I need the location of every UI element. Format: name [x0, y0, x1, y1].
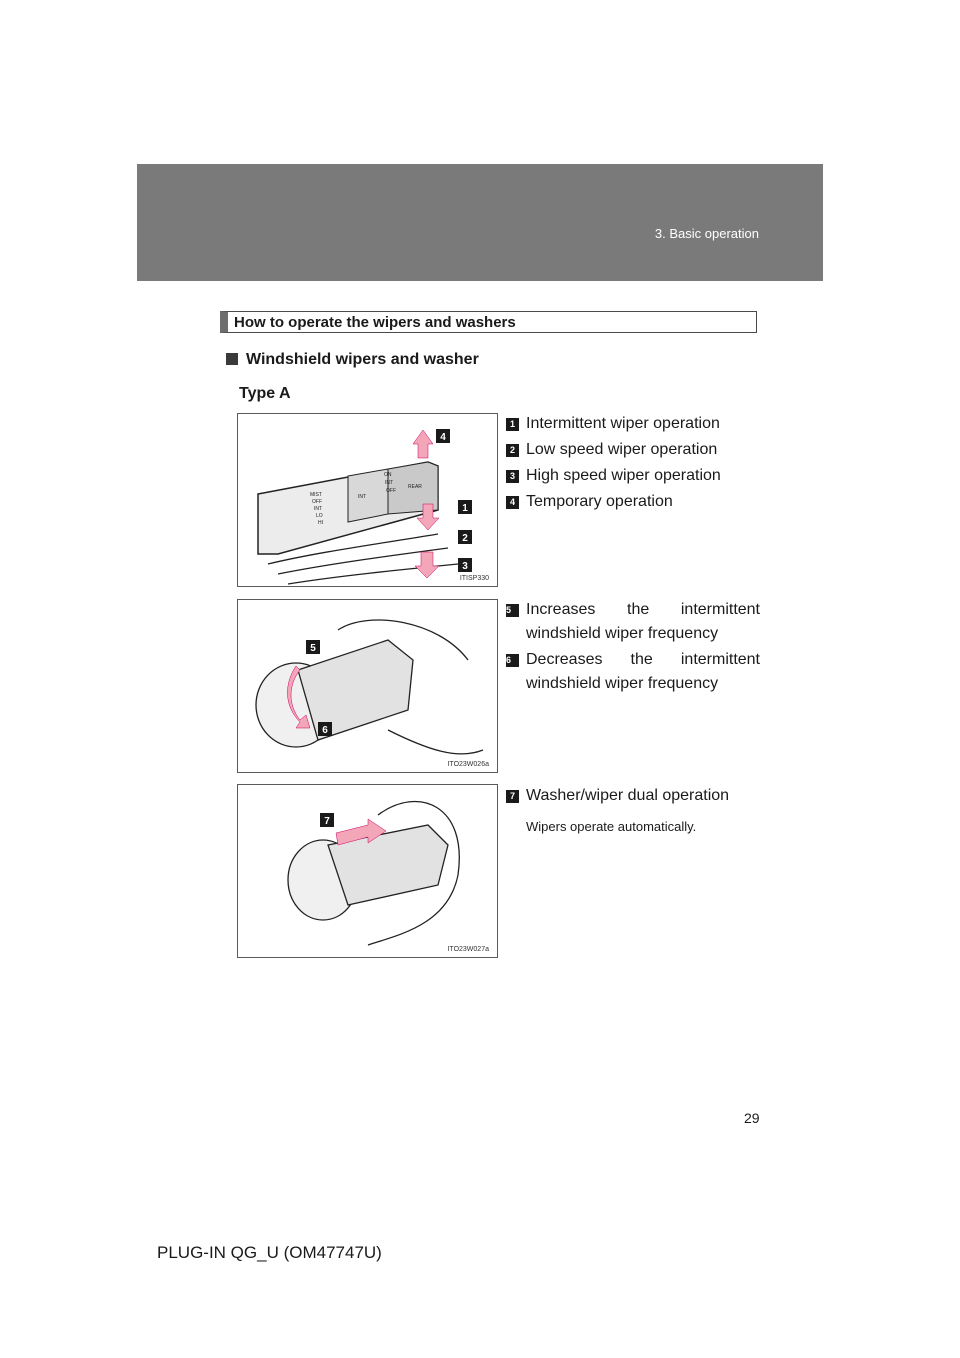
callout-text: Washer/wiper dual operation — [526, 787, 730, 804]
switch-label-on: ON — [384, 472, 392, 478]
callouts-group-1: 1 Intermittent wiper operation 2 Low speed… — [506, 412, 760, 516]
page-number: 29 — [744, 1110, 760, 1126]
figure-code: ITO23W027a — [447, 946, 489, 953]
marker-2 — [458, 530, 472, 544]
number-badge: 6 — [506, 654, 519, 667]
figure-wiper-lever-type-a: 4 1 2 3 MIST OFF INT LO HI INT ON INT OF… — [237, 413, 498, 587]
subheading-text: Windshield wipers and washer — [246, 351, 479, 368]
switch-label-int-rear: INT — [385, 480, 393, 486]
switch-label-int: INT — [314, 506, 322, 512]
marker-5 — [306, 640, 320, 654]
figure-code: ITISP330 — [459, 575, 489, 582]
callout-item: 4 Temporary operation — [506, 490, 760, 514]
figure-washer-pull: 7 ITO23W027a — [237, 784, 498, 958]
callouts-group-3: 7 Washer/wiper dual operation — [506, 784, 760, 810]
switch-label-int-ring: INT — [358, 494, 366, 500]
callout-text: Increases the intermittent windshield wi… — [526, 601, 760, 642]
marker-6-label: 6 — [322, 725, 328, 736]
callout-text: Intermittent wiper operation — [526, 415, 720, 432]
number-badge: 2 — [506, 444, 519, 457]
marker-4 — [436, 429, 450, 443]
number-badge: 5 — [506, 604, 519, 617]
marker-2-label: 2 — [462, 533, 468, 544]
number-badge: 4 — [506, 496, 519, 509]
callout-item: 7 Washer/wiper dual operation — [506, 784, 760, 808]
figure-code: ITO23W026a — [447, 761, 489, 768]
switch-label-rear: REAR — [408, 484, 422, 490]
number-badge: 1 — [506, 418, 519, 431]
footer-code: PLUG-IN QG_U (OM47747U) — [157, 1243, 382, 1262]
section-title: How to operate the wipers and washers — [234, 314, 516, 331]
section-title-box: How to operate the wipers and washers — [220, 311, 757, 333]
figure-wiper-frequency-dial: 5 6 ITO23W026a — [237, 599, 498, 773]
type-label: Type A — [239, 385, 291, 402]
switch-label-lo: LO — [316, 513, 323, 519]
wiper-dial-illustration: 5 6 — [255, 619, 484, 755]
number-badge: 3 — [506, 470, 519, 483]
wiper-lever-illustration: 4 1 2 3 MIST OFF INT LO HI INT ON INT OF… — [257, 429, 472, 585]
switch-label-mist: MIST — [310, 492, 322, 498]
header-band: 3. Basic operation — [137, 164, 823, 281]
callout-item: 2 Low speed wiper operation — [506, 438, 760, 462]
marker-3 — [458, 558, 472, 572]
marker-4-label: 4 — [440, 432, 446, 443]
switch-label-off: OFF — [312, 499, 322, 505]
callout-item: 1 Intermittent wiper operation — [506, 412, 760, 436]
marker-7 — [320, 813, 334, 827]
switch-label-off-rear: OFF — [386, 488, 396, 494]
callout-text: Temporary operation — [526, 493, 673, 510]
callouts-group-2: 5 Increases the intermittent windshield w… — [506, 598, 760, 698]
callout-text: High speed wiper operation — [526, 467, 721, 484]
marker-6 — [318, 722, 332, 736]
marker-3-label: 3 — [462, 561, 468, 572]
callout-text: Low speed wiper operation — [526, 441, 718, 458]
square-bullet-icon — [226, 353, 238, 365]
washer-illustration: 7 — [287, 800, 460, 946]
subheading: Windshield wipers and washer — [226, 351, 479, 369]
callout-item: 3 High speed wiper operation — [506, 464, 760, 488]
switch-label-hi: HI — [318, 520, 323, 526]
marker-7-label: 7 — [324, 816, 330, 827]
callout-item: 5 Increases the intermittent windshield w… — [506, 598, 760, 646]
callout-text: Decreases the intermittent windshield wi… — [526, 651, 760, 692]
number-badge: 7 — [506, 790, 519, 803]
callout-item: 6 Decreases the intermittent windshield w… — [506, 648, 760, 696]
marker-5-label: 5 — [310, 643, 316, 654]
section-label: 3. Basic operation — [654, 226, 759, 241]
marker-1 — [458, 500, 472, 514]
marker-1-label: 1 — [462, 503, 468, 514]
note-text: Wipers operate automatically. — [526, 819, 697, 834]
